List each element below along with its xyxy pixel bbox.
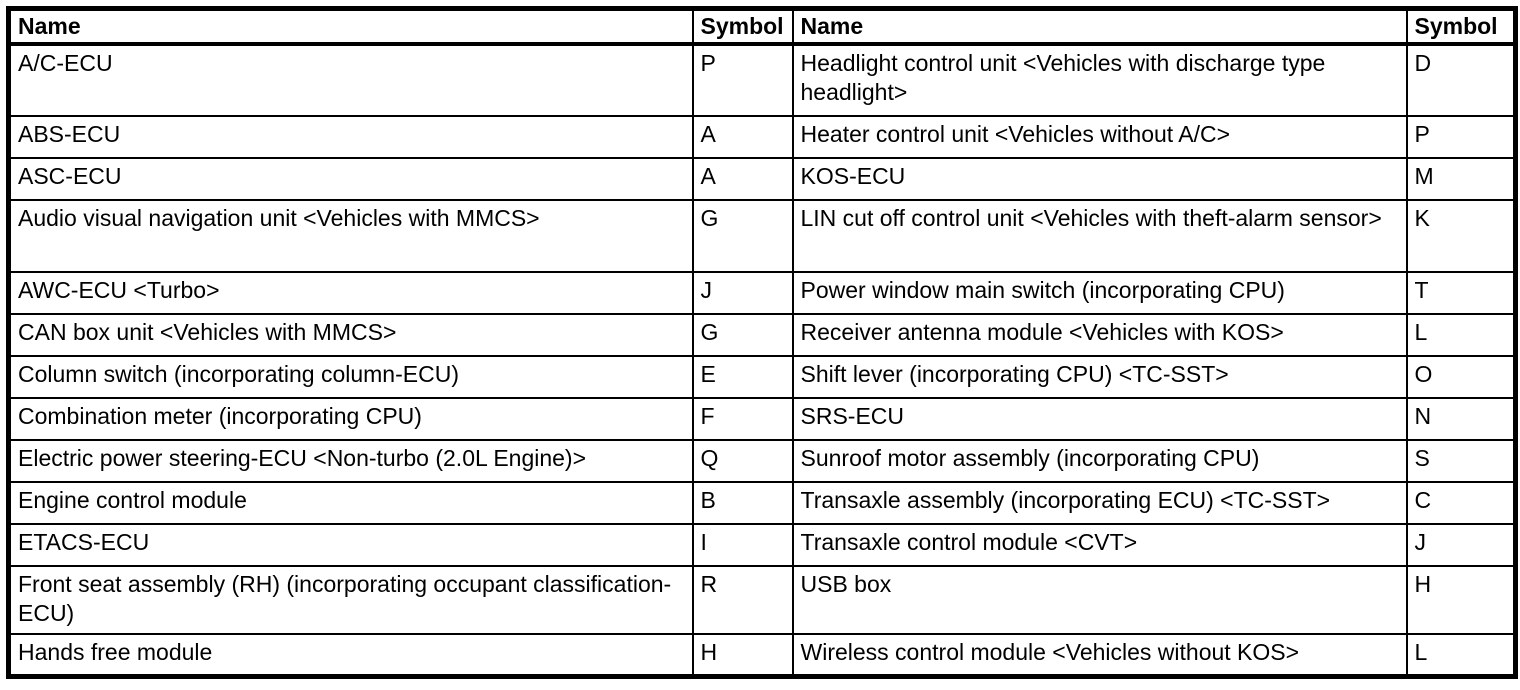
symbol-cell: G [691,313,794,357]
name-cell: Transaxle control module <CVT> [791,523,1408,567]
table-row: Audio visual navigation unit <Vehicles w… [7,199,1517,273]
name-cell: Engine control module [7,481,694,525]
name-cell: Headlight control unit <Vehicles with di… [791,43,1408,117]
symbol-cell: G [691,199,794,273]
symbol-cell: T [1405,271,1517,315]
name-cell: ASC-ECU [7,157,694,201]
name-cell: Column switch (incorporating column-ECU) [7,355,694,399]
symbol-cell: H [1405,565,1517,635]
name-cell: ABS-ECU [7,115,694,159]
column-header-name: Name [791,7,1408,46]
symbol-cell: N [1405,397,1517,441]
symbol-cell: Q [691,439,794,483]
name-cell: Electric power steering-ECU <Non-turbo (… [7,439,694,483]
name-cell: Shift lever (incorporating CPU) <TC-SST> [791,355,1408,399]
symbol-cell: A [691,115,794,159]
name-cell: Heater control unit <Vehicles without A/… [791,115,1408,159]
name-cell: AWC-ECU <Turbo> [7,271,694,315]
table-row: Front seat assembly (RH) (incorporating … [7,565,1517,635]
column-header-name: Name [7,7,694,46]
name-cell: Sunroof motor assembly (incorporating CP… [791,439,1408,483]
name-cell: KOS-ECU [791,157,1408,201]
name-cell: SRS-ECU [791,397,1408,441]
name-cell: Combination meter (incorporating CPU) [7,397,694,441]
symbol-cell: A [691,157,794,201]
symbol-cell: L [1405,633,1517,677]
column-header-symbol: Symbol [691,7,794,46]
symbol-cell: P [1405,115,1517,159]
symbol-cell: J [1405,523,1517,567]
name-cell: Audio visual navigation unit <Vehicles w… [7,199,694,273]
symbol-cell: K [1405,199,1517,273]
name-cell: Receiver antenna module <Vehicles with K… [791,313,1408,357]
table-row: Column switch (incorporating column-ECU)… [7,355,1517,399]
table-row: Electric power steering-ECU <Non-turbo (… [7,439,1517,483]
symbol-cell: J [691,271,794,315]
symbol-cell: P [691,43,794,117]
name-cell: CAN box unit <Vehicles with MMCS> [7,313,694,357]
symbol-cell: D [1405,43,1517,117]
symbol-cell: L [1405,313,1517,357]
symbol-cell: F [691,397,794,441]
symbol-cell: E [691,355,794,399]
name-cell: Power window main switch (incorporating … [791,271,1408,315]
name-cell: Wireless control module <Vehicles withou… [791,633,1408,677]
name-cell: LIN cut off control unit <Vehicles with … [791,199,1408,273]
name-cell: A/C-ECU [7,43,694,117]
column-header-symbol: Symbol [1405,7,1517,46]
symbol-cell: I [691,523,794,567]
name-cell: Hands free module [7,633,694,677]
name-cell: ETACS-ECU [7,523,694,567]
name-cell: Front seat assembly (RH) (incorporating … [7,565,694,635]
symbol-cell: O [1405,355,1517,399]
name-cell: Transaxle assembly (incorporating ECU) <… [791,481,1408,525]
symbol-cell: M [1405,157,1517,201]
name-cell: USB box [791,565,1408,635]
symbol-cell: B [691,481,794,525]
symbol-cell: R [691,565,794,635]
symbol-cell: H [691,633,794,677]
symbol-cell: S [1405,439,1517,483]
symbol-cell: C [1405,481,1517,525]
